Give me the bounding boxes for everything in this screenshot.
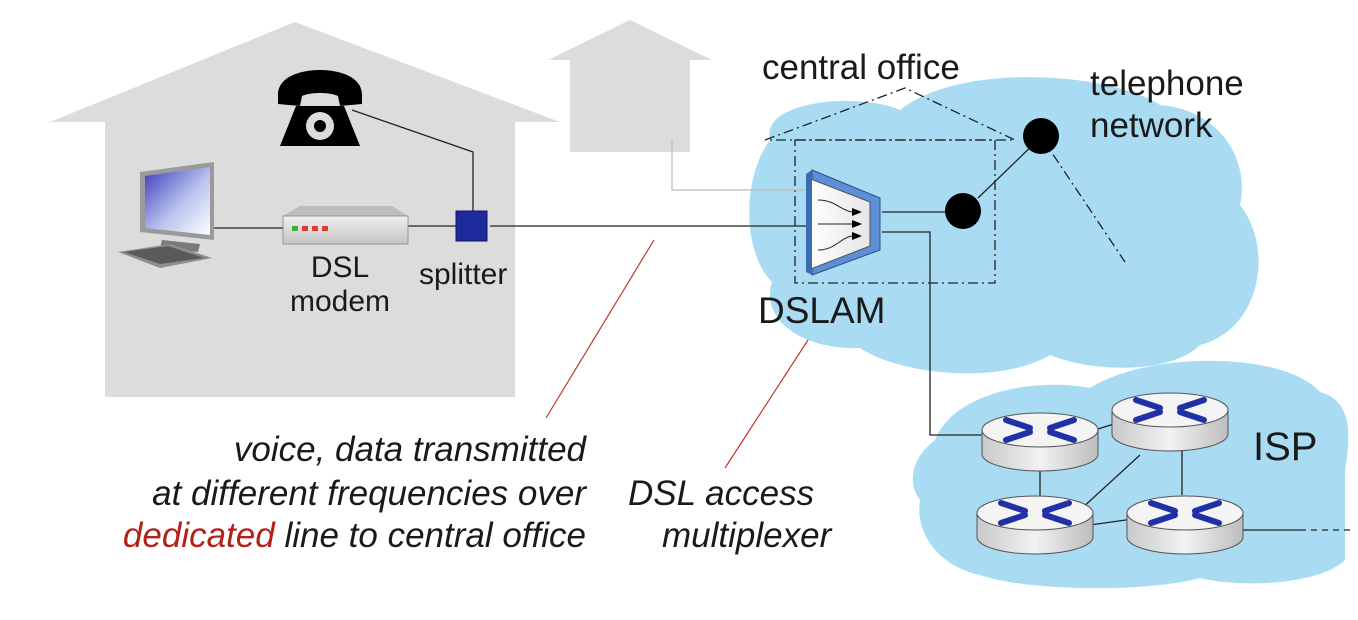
small-house-phone-line	[671, 140, 810, 191]
dsl-modem-label-line1: DSL	[310, 251, 370, 284]
telephone-network-label-line1: telephone	[1090, 64, 1244, 103]
dslam-desc-line2: multiplexer	[662, 516, 832, 555]
caption-line3: dedicated line to central office	[123, 516, 586, 556]
central-office-building	[764, 87, 1016, 284]
switch-node-icon	[1023, 118, 1059, 154]
caption-highlight-dedicated: dedicated	[122, 516, 275, 555]
router-icon	[1111, 392, 1229, 452]
dsl-modem-label-line2: modem	[289, 285, 391, 318]
caption-line1: voice, data transmitted	[233, 430, 586, 469]
router-icon	[981, 412, 1099, 472]
dslam-label: DSLAM	[758, 290, 886, 331]
splitter-label: splitter	[419, 258, 508, 291]
telephone-network-trunk	[1041, 137, 1126, 263]
caption-line2: at different frequencies over	[152, 474, 586, 513]
dslam-icon	[806, 169, 881, 276]
home-wiring	[210, 109, 810, 229]
telephone-network-cloud	[749, 77, 1259, 374]
small-house-shape	[548, 20, 712, 152]
caption-line3-rest: line to central office	[274, 516, 586, 555]
telephone-icon	[278, 70, 362, 146]
router-icon	[1126, 495, 1244, 555]
central-office-label: central office	[762, 48, 960, 87]
isp-label: ISP	[1253, 425, 1318, 469]
isp-cloud	[912, 360, 1349, 589]
computer-icon	[118, 162, 214, 268]
dslam-pointer-line	[724, 339, 809, 469]
telephone-network-label-line2: network	[1090, 106, 1213, 145]
switch-node-icon	[945, 193, 981, 229]
caption-pointer-line	[545, 239, 655, 419]
dslam-desc-line1: DSL access	[628, 474, 815, 513]
router-icon	[976, 495, 1094, 555]
splitter-icon	[455, 210, 488, 242]
dsl-modem-icon	[282, 206, 409, 245]
